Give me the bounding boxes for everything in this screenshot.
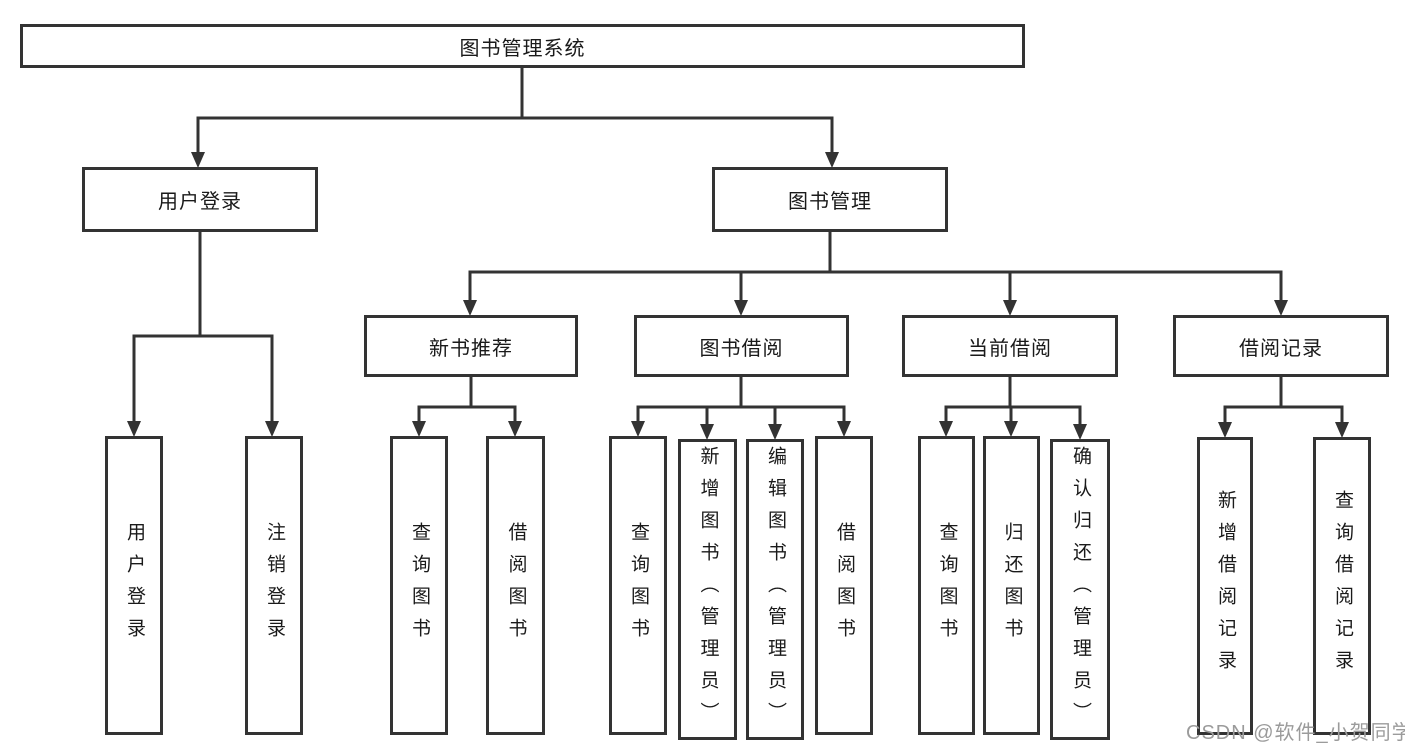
node-label: 图书借阅	[699, 337, 784, 360]
node-label: 查询借阅记录	[1331, 490, 1353, 682]
arrowhead-icon	[1073, 424, 1087, 440]
node-label: 图书管理	[788, 191, 872, 213]
node-label: 注销登录	[263, 521, 285, 650]
node-label: 用户登录	[158, 191, 242, 213]
arrowhead-icon	[1274, 300, 1288, 316]
arrowhead-icon	[265, 421, 279, 437]
arrowhead-icon	[768, 424, 782, 440]
arrowhead-icon	[412, 421, 426, 437]
node-label: 图书管理系统	[459, 37, 586, 60]
arrowhead-icon	[1335, 422, 1349, 438]
arrowhead-icon	[1218, 422, 1232, 438]
node-label: 借阅图书	[505, 521, 527, 650]
leaf-user-login: 用户登录	[105, 436, 163, 735]
node-label: 新增借阅记录	[1214, 490, 1236, 682]
node-label: 新书推荐	[429, 337, 513, 360]
leaf-borrowing-edit-books-admin: 编辑图书（管理员）	[746, 439, 804, 740]
leaf-current-confirm-return-admin: 确认归还（管理员）	[1050, 439, 1110, 740]
leaf-borrowing-add-books-admin: 新增图书（管理员）	[678, 439, 737, 740]
arrowhead-icon	[508, 421, 522, 437]
leaf-borrowing-borrow-books: 借阅图书	[815, 436, 873, 735]
node-label: 当前借阅	[968, 337, 1052, 360]
node-book-borrowing: 图书借阅	[634, 315, 849, 377]
node-label: 查询图书	[627, 521, 649, 650]
leaf-borrowing-query-books: 查询图书	[609, 436, 667, 735]
arrowhead-icon	[1004, 421, 1018, 437]
watermark: CSDN @软件_小贺同学	[1186, 722, 1405, 744]
leaf-current-query-books: 查询图书	[918, 436, 975, 735]
node-book-management-branch: 图书管理	[712, 167, 948, 232]
leaf-records-query-record: 查询借阅记录	[1313, 437, 1371, 735]
node-label: 借阅记录	[1239, 337, 1323, 360]
arrowhead-icon	[734, 300, 748, 316]
arrowhead-icon	[837, 421, 851, 437]
node-label: 新增图书（管理员）	[697, 445, 719, 734]
leaf-records-add-record: 新增借阅记录	[1197, 437, 1253, 735]
node-label: 查询图书	[408, 521, 430, 650]
node-label: 查询图书	[936, 521, 958, 650]
node-label: 借阅图书	[833, 521, 855, 650]
node-label: 确认归还（管理员）	[1069, 445, 1091, 734]
node-current-borrowing: 当前借阅	[902, 315, 1118, 377]
leaf-current-return-books: 归还图书	[983, 436, 1040, 735]
node-label: 编辑图书（管理员）	[764, 445, 786, 734]
node-borrowing-records: 借阅记录	[1173, 315, 1389, 377]
node-library-management-system: 图书管理系统	[20, 24, 1025, 68]
arrowhead-icon	[1003, 300, 1017, 316]
arrowhead-icon	[127, 421, 141, 437]
arrowhead-icon	[463, 300, 477, 316]
arrowhead-icon	[825, 152, 839, 168]
leaf-recommend-borrow-books: 借阅图书	[486, 436, 545, 735]
arrowhead-icon	[700, 424, 714, 440]
leaf-recommend-query-books: 查询图书	[390, 436, 448, 735]
arrowhead-icon	[631, 421, 645, 437]
arrowhead-icon	[939, 421, 953, 437]
node-new-book-recommend: 新书推荐	[364, 315, 578, 377]
node-label: 归还图书	[1001, 521, 1023, 650]
node-user-login-branch: 用户登录	[82, 167, 318, 232]
leaf-logout: 注销登录	[245, 436, 303, 735]
arrowhead-icon	[191, 152, 205, 168]
node-label: 用户登录	[123, 521, 145, 650]
